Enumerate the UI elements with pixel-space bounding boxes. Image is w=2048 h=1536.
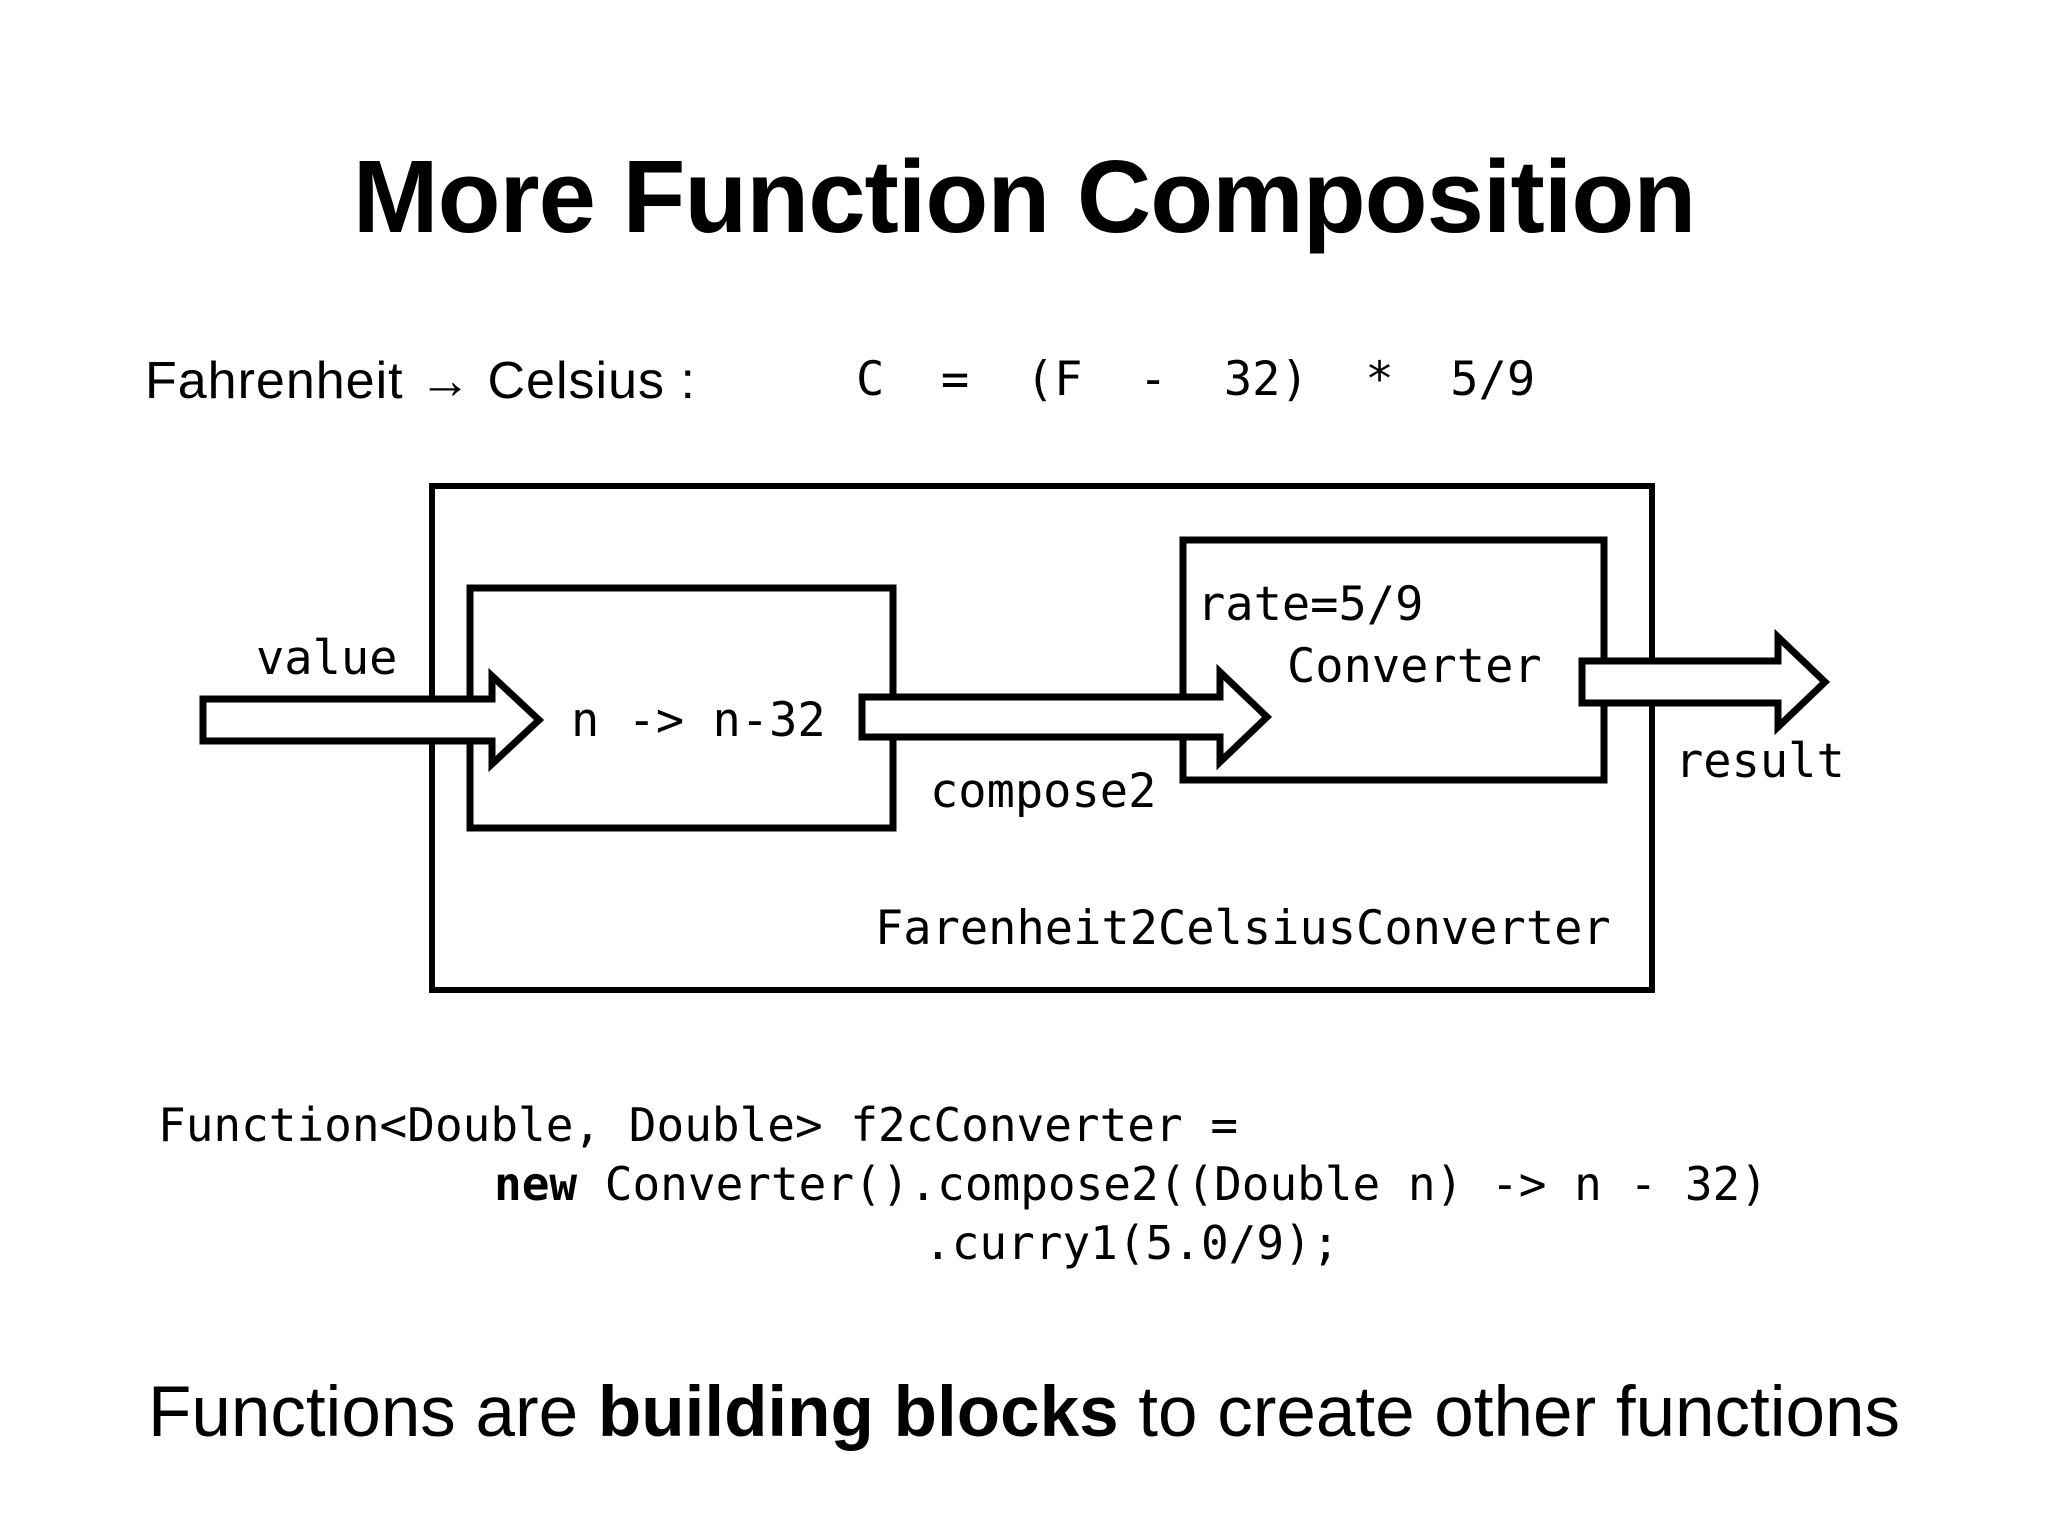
footer-text: Functions are building blocks to create … bbox=[0, 1372, 2048, 1453]
code-line-3: .curry1(5.0/9); bbox=[924, 1216, 1340, 1270]
footer-suffix: to create other functions bbox=[1118, 1373, 1901, 1452]
formula-label: Fahrenheit → Celsius : bbox=[145, 352, 696, 410]
code-line-1: Function<Double, Double> f2cConverter = bbox=[158, 1098, 1239, 1152]
result-arrow-icon bbox=[1578, 628, 1831, 736]
new-keyword: new bbox=[494, 1157, 578, 1211]
formula-expression: C = (F - 32) * 5/9 bbox=[856, 352, 1536, 407]
footer-bold: building blocks bbox=[597, 1373, 1119, 1452]
page-title: More Function Composition bbox=[352, 139, 1696, 254]
footer-prefix: Functions are bbox=[147, 1373, 598, 1452]
converter-box bbox=[1179, 536, 1608, 784]
subtract-function-label: n -> n-32 bbox=[571, 693, 826, 748]
result-label: result bbox=[1675, 734, 1845, 789]
rate-label: rate=5/9 bbox=[1197, 577, 1423, 632]
code-line-2: new Converter().compose2((Double n) -> n… bbox=[494, 1157, 1768, 1211]
compose2-arrow-icon bbox=[858, 663, 1273, 771]
code-line-2-rest: Converter().compose2((Double n) -> n - 3… bbox=[577, 1157, 1768, 1211]
converter-label: Converter bbox=[1287, 639, 1542, 694]
outer-box-label: Farenheit2CelsiusConverter bbox=[875, 901, 1611, 956]
compose2-label: compose2 bbox=[930, 764, 1156, 819]
value-arrow-icon bbox=[199, 667, 545, 773]
value-label: value bbox=[256, 631, 397, 686]
